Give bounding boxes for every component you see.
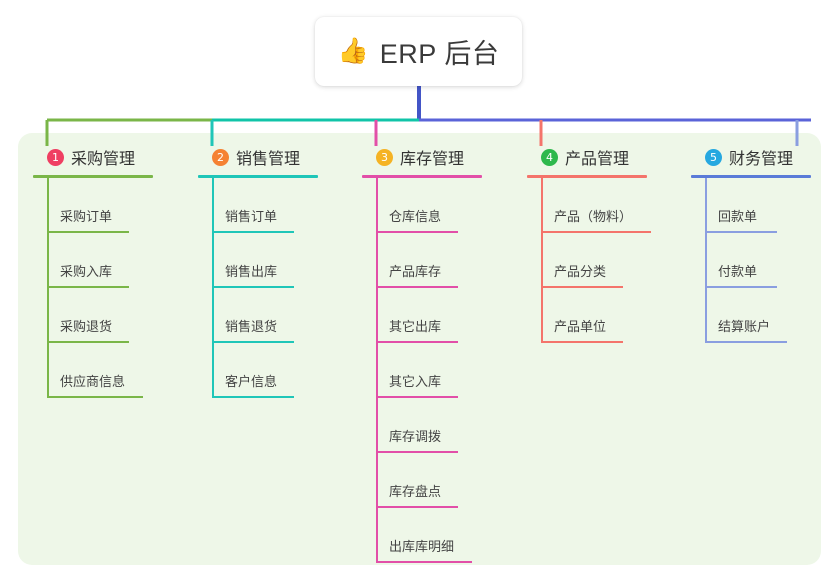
column-underline [33, 175, 153, 178]
column-underline [527, 175, 647, 178]
column-header-3[interactable]: 3 库存管理 [362, 146, 482, 168]
column-title: 采购管理 [71, 151, 136, 168]
leaf-item[interactable]: 供应商信息 [33, 343, 153, 398]
root-node[interactable]: 👍 ERP 后台 [315, 17, 522, 86]
leaf-item[interactable]: 产品库存 [362, 233, 482, 288]
leaf-item[interactable]: 产品（物料） [527, 178, 651, 233]
leaf-item-label: 结算账户 [718, 319, 771, 334]
column-badge-icon: 1 [47, 148, 64, 166]
column-header-4[interactable]: 4 产品管理 [527, 146, 647, 168]
column-underline [691, 175, 811, 178]
column-4: 4 产品管理产品（物料） 产品分类产品单位 [527, 146, 651, 343]
leaf-item-underline [705, 231, 777, 233]
leaf-item-underline [705, 286, 777, 288]
leaf-item-label: 销售订单 [225, 209, 278, 224]
leaf-item-underline [212, 231, 294, 233]
leaf-item[interactable]: 其它入库 [362, 343, 482, 398]
column-2: 2 销售管理销售订单销售出库销售退货客户信息 [198, 146, 318, 398]
column-title: 销售管理 [236, 151, 301, 168]
leaf-item-underline [541, 341, 623, 343]
leaf-item[interactable]: 采购退货 [33, 288, 153, 343]
column-title: 产品管理 [565, 151, 630, 168]
leaf-item[interactable]: 付款单 [691, 233, 811, 288]
root-title: ERP 后台 [379, 39, 500, 69]
leaf-item-label: 客户信息 [225, 374, 278, 389]
leaf-item[interactable]: 产品分类 [527, 233, 647, 288]
column-underline [362, 175, 482, 178]
column-title: 库存管理 [400, 151, 465, 168]
leaf-item-underline [376, 286, 458, 288]
leaf-item-underline [47, 231, 129, 233]
leaf-item[interactable]: 结算账户 [691, 288, 811, 343]
leaf-item-label: 库存盘点 [389, 484, 442, 499]
column-badge-icon: 5 [705, 148, 722, 166]
leaf-item-label: 采购订单 [60, 209, 113, 224]
root-node-content: 👍 ERP 后台 [338, 32, 500, 71]
leaf-item-underline [212, 396, 294, 398]
leaf-item-label: 采购入库 [60, 264, 113, 279]
leaf-item-label: 销售出库 [225, 264, 278, 279]
leaf-item-underline [541, 231, 651, 233]
column-badge-icon: 2 [212, 148, 229, 166]
leaf-item-label: 回款单 [718, 209, 758, 224]
column-header-5[interactable]: 5 财务管理 [691, 146, 811, 168]
leaf-item-label: 供应商信息 [60, 374, 126, 389]
leaf-item-label: 产品（物料） [554, 209, 633, 224]
leaf-item-label: 其它出库 [389, 319, 442, 334]
leaf-item-underline [376, 451, 458, 453]
leaf-item-label: 销售退货 [225, 319, 278, 334]
leaf-item-underline [376, 506, 458, 508]
leaf-item-underline [376, 231, 458, 233]
column-underline [198, 175, 318, 178]
thumbs-up-icon: 👍 [337, 37, 369, 65]
column-badge-icon: 4 [541, 148, 558, 166]
leaf-item[interactable]: 采购订单 [33, 178, 153, 233]
leaf-item-label: 付款单 [718, 264, 758, 279]
column-header-2[interactable]: 2 销售管理 [198, 146, 318, 168]
column-1: 1 采购管理采购订单采购入库采购退货供应商信息 [33, 146, 153, 398]
leaf-item[interactable]: 销售退货 [198, 288, 318, 343]
leaf-item-label: 产品分类 [554, 264, 607, 279]
leaf-item[interactable]: 采购入库 [33, 233, 153, 288]
leaf-item[interactable]: 仓库信息 [362, 178, 482, 233]
leaf-item-label: 产品库存 [389, 264, 442, 279]
leaf-item[interactable]: 销售订单 [198, 178, 318, 233]
column-header-1[interactable]: 1 采购管理 [33, 146, 153, 168]
leaf-item-underline [212, 286, 294, 288]
leaf-item-underline [212, 341, 294, 343]
leaf-item[interactable]: 库存调拨 [362, 398, 482, 453]
leaf-item[interactable]: 库存盘点 [362, 453, 482, 508]
leaf-item[interactable]: 销售出库 [198, 233, 318, 288]
leaf-item-label: 产品单位 [554, 319, 607, 334]
leaf-item-underline [705, 341, 787, 343]
leaf-item-underline [376, 341, 458, 343]
leaf-item[interactable]: 产品单位 [527, 288, 647, 343]
leaf-item-label: 采购退货 [60, 319, 113, 334]
leaf-item-label: 库存调拨 [389, 429, 442, 444]
leaf-item[interactable]: 其它出库 [362, 288, 482, 343]
column-5: 5 财务管理回款单付款单结算账户 [691, 146, 811, 343]
leaf-item-underline [47, 396, 143, 398]
diagram-panel [18, 133, 821, 565]
leaf-item[interactable]: 回款单 [691, 178, 811, 233]
leaf-item-label: 其它入库 [389, 374, 442, 389]
column-title: 财务管理 [729, 151, 794, 168]
leaf-item-underline [47, 286, 129, 288]
leaf-item-underline [47, 341, 129, 343]
leaf-item[interactable]: 客户信息 [198, 343, 318, 398]
leaf-item-label: 出库库明细 [389, 539, 455, 554]
column-3: 3 库存管理仓库信息产品库存其它出库其它入库库存调拨库存盘点出库库明细 [362, 146, 482, 563]
leaf-item-underline [541, 286, 623, 288]
column-badge-icon: 3 [376, 148, 393, 166]
leaf-item-underline [376, 561, 472, 563]
leaf-item[interactable]: 出库库明细 [362, 508, 482, 563]
leaf-item-label: 仓库信息 [389, 209, 442, 224]
leaf-item-underline [376, 396, 458, 398]
